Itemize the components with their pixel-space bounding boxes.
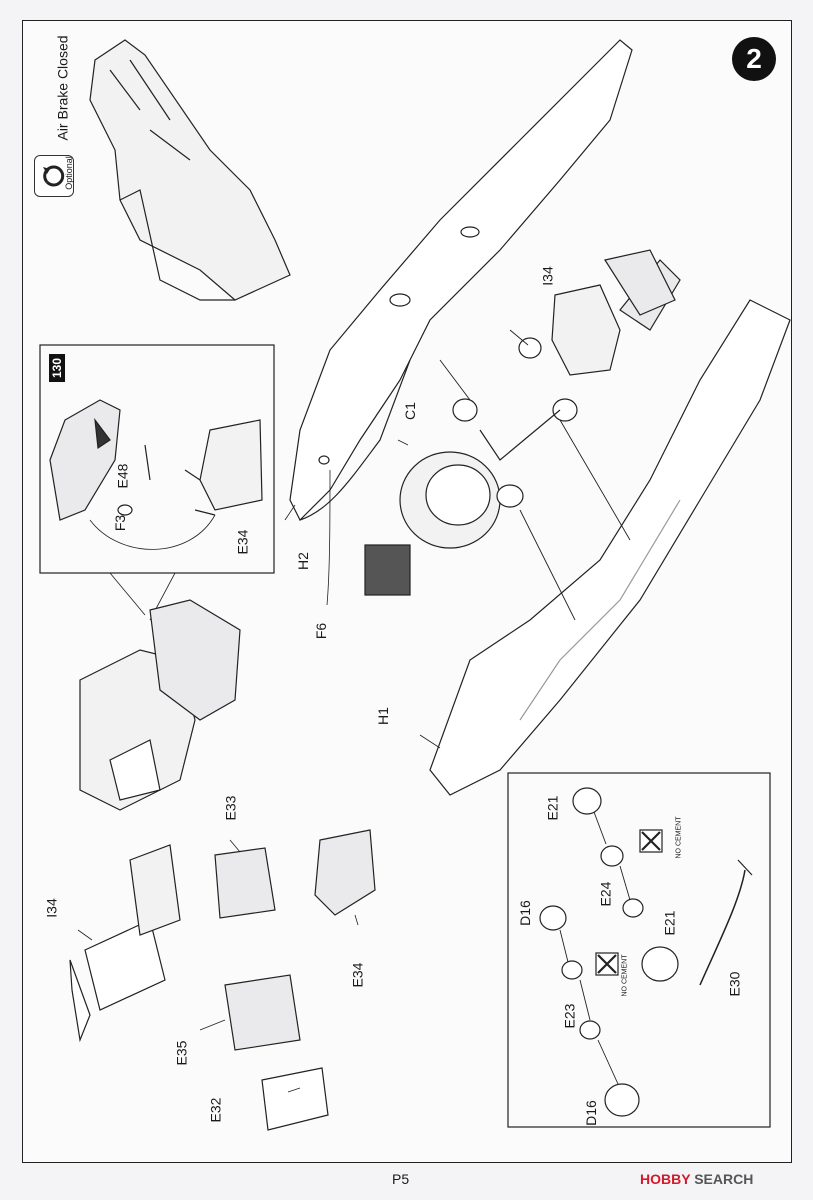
step-number: 2 (746, 43, 762, 74)
label-e34-inset: E34 (234, 529, 251, 555)
label-e32: E32 (207, 1097, 224, 1123)
panel-i34-top (551, 249, 676, 376)
label-d16-bottom: D16 (582, 1100, 599, 1126)
label-e34-bottom: E34 (349, 962, 366, 988)
label-e21-mid: E21 (661, 910, 678, 936)
label-h2: H2 (294, 552, 311, 570)
panel-e35 (224, 974, 301, 1051)
main-gear-axle-assembly (452, 337, 578, 508)
watermark: HOBBY SEARCH (640, 1171, 753, 1187)
label-h1: H1 (374, 707, 391, 725)
label-c1: C1 (401, 402, 418, 420)
watermark-brand-suffix: SEARCH (694, 1171, 754, 1187)
seat-assembly (79, 599, 241, 811)
panel-e33 (214, 847, 276, 919)
panel-e34-bottom (314, 829, 376, 916)
air-brake-caption: Air Brake Closed (54, 35, 71, 141)
no-cement-label: NO CEMENT (621, 954, 629, 997)
step-number-badge: 2 (732, 37, 776, 81)
label-e30: E30 (726, 971, 743, 997)
page-number: P5 (392, 1171, 410, 1187)
ref-box-130: 130 (49, 353, 66, 383)
label-e23: E23 (561, 1003, 578, 1029)
label-f3: F3 (112, 514, 129, 532)
cockpit-tub-f6 (364, 544, 411, 596)
panel-i34-bottom (69, 844, 181, 1043)
air-brake-closed-assembly (89, 39, 291, 301)
watermark-brand-prefix: HOBBY (640, 1171, 691, 1187)
no-cement-icon (639, 829, 663, 853)
label-e21-top: E21 (544, 795, 561, 821)
wheel-detail (539, 787, 753, 1117)
label-i34-top: I34 (539, 266, 556, 286)
optional-rotate-icon (34, 155, 74, 197)
label-f6: F6 (313, 622, 330, 640)
label-e48: E48 (114, 463, 131, 489)
intake-c1 (399, 451, 501, 549)
panel-e32 (261, 1067, 329, 1131)
no-cement-icon (595, 952, 619, 976)
label-e35: E35 (173, 1040, 190, 1066)
fuselage-half-h2 (289, 39, 633, 522)
label-i34-bottom: I34 (43, 898, 60, 918)
no-cement-label: NO CEMENT (675, 816, 683, 859)
label-d16-top: D16 (516, 900, 533, 926)
optional-label: Optional (63, 156, 74, 190)
label-e24: E24 (597, 881, 614, 907)
detail-box (507, 772, 771, 1128)
inset-cockpit-part (49, 399, 263, 550)
label-e33: E33 (222, 795, 239, 821)
